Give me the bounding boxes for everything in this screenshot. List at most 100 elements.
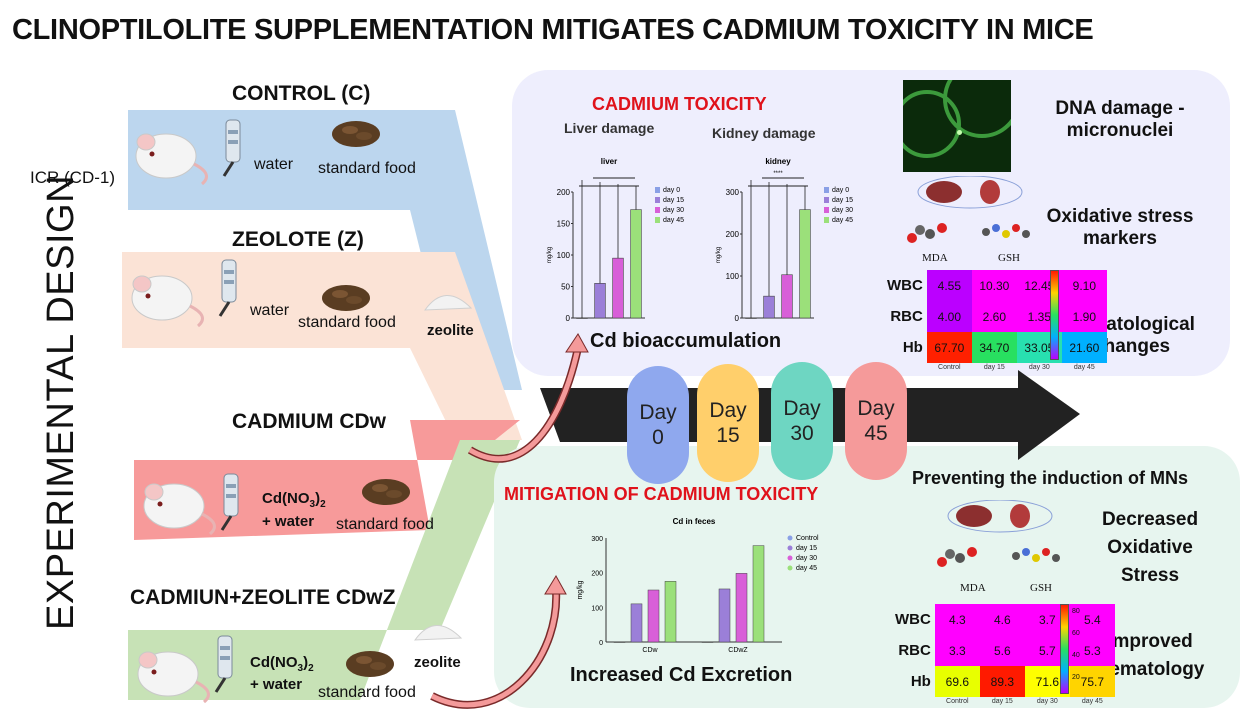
heatmap-cell: 33.05 xyxy=(1016,332,1062,363)
heatmap-cell: 21.60 xyxy=(1061,332,1107,363)
heatmap-row-label: RBC xyxy=(890,308,923,325)
significance-label: **** xyxy=(773,171,783,177)
y-tick-label: 0 xyxy=(735,314,740,323)
heatmap-row-label: WBC xyxy=(887,277,923,294)
toxicity-heading: CADMIUM TOXICITY xyxy=(592,94,767,114)
y-axis-label: mg/kg xyxy=(716,247,722,263)
chart-title: liver xyxy=(601,157,617,166)
heatmap-column-label: day 15 xyxy=(991,698,1013,705)
heatmap-cell: 4.00 xyxy=(926,301,972,332)
y-tick-label: 200 xyxy=(591,571,603,578)
water-label: water xyxy=(254,156,294,173)
y-tick-label: 100 xyxy=(557,251,571,260)
y-tick-label: 200 xyxy=(557,188,571,197)
gsh-molecule-icon xyxy=(1012,548,1060,562)
bar xyxy=(763,295,775,319)
heatmap-cell: 5.6 xyxy=(979,635,1025,666)
y-axis-label: mg/kg xyxy=(547,247,553,263)
heatmap-row-label: Hb xyxy=(910,673,931,690)
legend-label: day 30 xyxy=(663,207,684,214)
heatmap-column-label: day 15 xyxy=(983,364,1005,371)
heatmap-scale-label: 60 xyxy=(1072,630,1080,637)
legend-label: day 15 xyxy=(663,197,684,204)
legend-label: day 0 xyxy=(832,187,849,194)
kidney-title: Kidney damage xyxy=(712,125,816,141)
kidney-icon xyxy=(980,180,1000,204)
y-axis-label: mg/kg xyxy=(577,580,584,599)
organs-molecules xyxy=(937,500,1060,567)
heatmap-column-label: day 30 xyxy=(1028,364,1050,371)
y-tick-label: 0 xyxy=(599,640,603,647)
heatmap-cell: 9.10 xyxy=(1061,270,1107,301)
organs-molecules xyxy=(907,176,1030,243)
bar xyxy=(630,209,642,319)
liver-title: Liver damage xyxy=(564,120,655,136)
gsh-molecule-icon xyxy=(982,224,1030,238)
legend-swatch xyxy=(824,187,829,193)
heatmap-cell: 4.3 xyxy=(934,604,980,635)
heatmap-column-label: day 45 xyxy=(1073,364,1095,371)
legend-swatch xyxy=(787,555,793,561)
chart-title: kidney xyxy=(765,157,791,166)
heatmap-cell: 75.7 xyxy=(1069,666,1115,697)
legend-label: day 45 xyxy=(796,565,817,572)
bioaccumulation-label: Cd bioaccumulation xyxy=(590,330,782,352)
bar xyxy=(594,283,606,319)
band-cdwz xyxy=(128,440,520,700)
cadmium-water-label: Cd(NO3)2 xyxy=(262,490,326,510)
chart-title: Cd in feces xyxy=(673,517,716,526)
legend-swatch xyxy=(787,565,793,571)
bar xyxy=(799,209,811,319)
bar xyxy=(781,274,793,319)
heatmap-color-scale xyxy=(1050,270,1059,360)
group-zeolite-title: ZEOLOTE (Z) xyxy=(232,228,364,251)
heatmap-column-label: day 45 xyxy=(1081,698,1103,705)
cadmium-water-label: Cd(NO3)2 xyxy=(250,654,314,674)
y-tick-label: 0 xyxy=(566,314,571,323)
food-label: standard food xyxy=(298,314,396,331)
bar xyxy=(647,589,660,643)
y-tick-label: 200 xyxy=(726,230,740,239)
heatmap-cell: 1.90 xyxy=(1061,301,1107,332)
legend-swatch xyxy=(824,217,829,223)
heatmap-cell: 69.6 xyxy=(934,666,980,697)
gsh-label: GSH xyxy=(1030,582,1053,594)
heatmap-cell: 34.70 xyxy=(971,332,1017,363)
zeolite-label: zeolite xyxy=(427,322,474,339)
legend-swatch xyxy=(655,207,660,213)
group-control-title: CONTROL (C) xyxy=(232,82,371,105)
heatmap-cell: 2.60 xyxy=(971,301,1017,332)
bar xyxy=(701,641,714,643)
gsh-label: GSH xyxy=(998,252,1021,264)
bar xyxy=(745,317,757,319)
heatmap-cell: 5.3 xyxy=(1069,635,1115,666)
bar xyxy=(613,641,626,643)
heatmap-row-label: RBC xyxy=(898,642,931,659)
mitigation-panel xyxy=(494,446,1240,708)
strain-label: ICR (CD-1) xyxy=(30,168,115,187)
legend-label: day 45 xyxy=(832,217,853,224)
legend-swatch xyxy=(824,197,829,203)
legend-swatch xyxy=(655,197,660,203)
group-cadmium-title: CADMIUM CDw xyxy=(232,410,386,433)
legend-label: day 45 xyxy=(663,217,684,224)
x-tick-label: CDw xyxy=(642,647,658,654)
y-tick-label: 300 xyxy=(591,536,603,543)
micronuclei-image xyxy=(903,80,1011,172)
plus-water-label: + water xyxy=(262,513,315,530)
legend-swatch xyxy=(655,217,660,223)
heatmap-cell: 89.3 xyxy=(979,666,1025,697)
y-tick-label: 300 xyxy=(726,188,740,197)
legend-swatch xyxy=(787,535,793,541)
mitigation-heading: MITIGATION OF CADMIUM TOXICITY xyxy=(504,484,819,504)
heatmap-scale-label: 80 xyxy=(1072,608,1080,615)
legend-label: day 15 xyxy=(796,545,817,552)
kidney-icon xyxy=(1010,504,1030,528)
